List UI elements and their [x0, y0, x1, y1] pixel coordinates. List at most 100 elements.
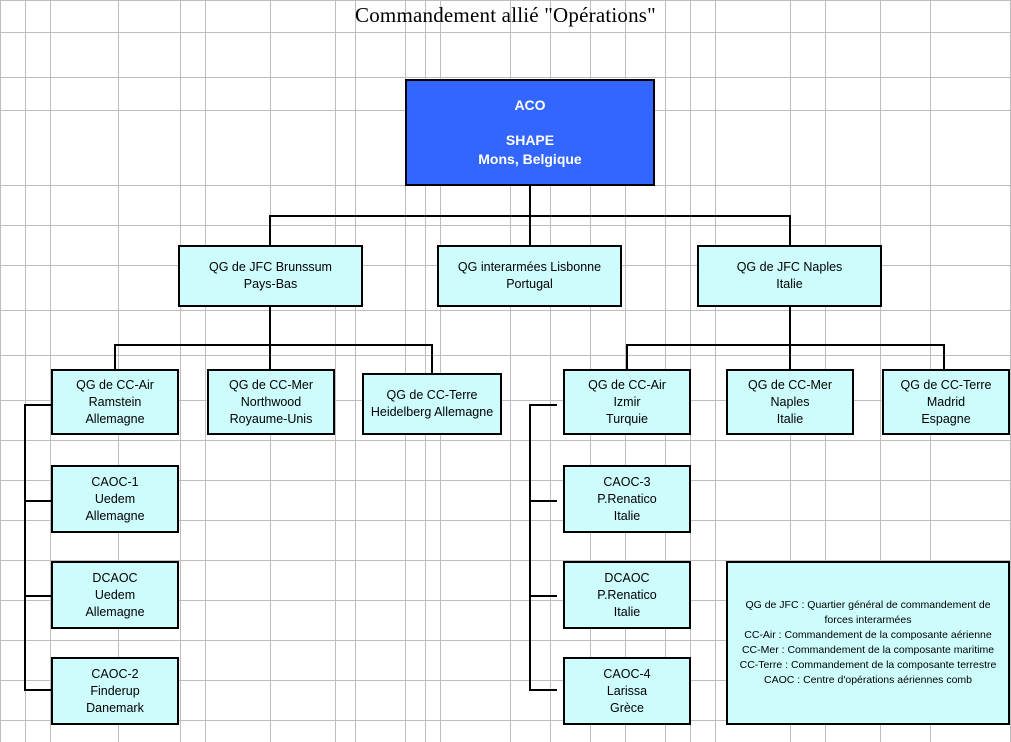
- connector-naples-bus: [626, 344, 945, 346]
- node-line1: QG interarmées Lisbonne: [457, 260, 602, 274]
- node-line2: Portugal: [506, 277, 553, 291]
- grid-line-horizontal: [0, 560, 1011, 561]
- page-title: Commandement allié "Opérations": [355, 3, 656, 27]
- node-line1: QG de CC-Air: [588, 377, 666, 392]
- grid-line-vertical: [180, 0, 181, 742]
- node-aco-line2: SHAPE: [505, 132, 555, 148]
- node-line1: QG de CC-Air: [76, 377, 154, 392]
- node-line2: Naples: [770, 394, 810, 409]
- connector-to-lisbonne: [529, 215, 531, 246]
- connector-to-ccterre-heidelberg: [431, 344, 433, 373]
- grid-line-vertical: [440, 0, 441, 742]
- node-qg-ccair-izmir[interactable]: QG de CC-Air Izmir Turquie: [563, 369, 691, 435]
- grid-line-horizontal: [0, 440, 1011, 441]
- connector-left-caoc-bus: [24, 404, 26, 689]
- legend-line1: QG de JFC : Quartier général de commande…: [745, 599, 991, 611]
- node-line1: CAOC-3: [603, 474, 651, 489]
- node-line1: CAOC-4: [603, 666, 651, 681]
- connector-to-ccterre-madrid: [943, 344, 945, 370]
- node-line1: QG de CC-Mer: [747, 377, 833, 392]
- node-caoc-4[interactable]: CAOC-4 Larissa Grèce: [563, 657, 691, 725]
- grid-line-horizontal: [0, 400, 1011, 401]
- node-line3: Royaume-Unis: [229, 411, 313, 426]
- node-aco-line1: ACO: [514, 97, 546, 113]
- node-line2: Uedem: [94, 587, 136, 602]
- node-caoc-3[interactable]: CAOC-3 P.Renatico Italie: [563, 465, 691, 533]
- node-line1: QG de CC-Terre: [900, 377, 992, 392]
- grid-line-vertical: [355, 0, 356, 742]
- node-qg-ccterre-heidelberg[interactable]: QG de CC-Terre Heidelberg Allemagne: [362, 373, 502, 435]
- grid-line-horizontal: [0, 77, 1011, 78]
- grid-line-vertical: [715, 0, 716, 742]
- node-dcaoc-uedem[interactable]: DCAOC Uedem Allemagne: [51, 561, 179, 629]
- grid-line-vertical: [510, 0, 511, 742]
- legend-box: QG de JFC : Quartier général de commande…: [726, 561, 1010, 725]
- grid-line-vertical: [880, 0, 881, 742]
- node-caoc-2[interactable]: CAOC-2 Finderup Danemark: [51, 657, 179, 725]
- node-line3: Danemark: [86, 700, 144, 715]
- node-line3: Italie: [613, 508, 641, 523]
- legend-line6: CAOC : Centre d'opérations aériennes com…: [763, 674, 973, 686]
- node-line1: QG de CC-Terre: [386, 388, 478, 402]
- connector-naples-down: [789, 306, 791, 345]
- grid-line-horizontal: [0, 310, 1011, 311]
- node-line1: DCAOC: [604, 570, 650, 585]
- node-aco-line3: Mons, Belgique: [478, 151, 582, 167]
- connector-to-naples: [789, 215, 791, 246]
- node-line2: P.Renatico: [597, 491, 657, 506]
- grid-line-vertical: [25, 0, 26, 742]
- connector-to-caoc-3: [529, 500, 557, 502]
- node-qg-jfc-naples[interactable]: QG de JFC Naples Italie: [697, 245, 882, 307]
- node-caoc-1[interactable]: CAOC-1 Uedem Allemagne: [51, 465, 179, 533]
- grid-line-horizontal: [0, 600, 1011, 601]
- connector-ccair-izmir-left-stub: [529, 404, 557, 406]
- node-line3: Turquie: [606, 411, 648, 426]
- node-qg-ccterre-madrid[interactable]: QG de CC-Terre Madrid Espagne: [882, 369, 1010, 435]
- legend-line2: forces interarmées: [824, 614, 912, 626]
- node-qg-ccmer-northwood[interactable]: QG de CC-Mer Northwood Royaume-Unis: [207, 369, 335, 435]
- node-aco[interactable]: ACO SHAPE Mons, Belgique: [405, 79, 655, 186]
- grid-line-horizontal: [0, 355, 1011, 356]
- node-line1: CAOC-2: [91, 666, 139, 681]
- node-line2: Pays-Bas: [243, 277, 298, 291]
- connector-to-dcaoc-renatico: [529, 595, 557, 597]
- node-line1: QG de JFC Naples: [736, 260, 843, 274]
- connector-root-down: [529, 186, 531, 216]
- grid-line-vertical: [0, 0, 1, 742]
- node-dcaoc-renatico[interactable]: DCAOC P.Renatico Italie: [563, 561, 691, 629]
- grid-line-vertical: [425, 0, 426, 742]
- node-line3: Allemagne: [85, 604, 145, 619]
- node-line2: Heidelberg Allemagne: [370, 405, 494, 419]
- grid-line-vertical: [405, 0, 406, 742]
- node-line2: Madrid: [926, 394, 966, 409]
- grid-line-horizontal: [0, 640, 1011, 641]
- connector-to-dcaoc-uedem: [24, 595, 52, 597]
- grid-line-vertical: [50, 0, 51, 742]
- connector-to-ccair-izmir: [626, 344, 628, 370]
- grid-line-horizontal: [0, 520, 1011, 521]
- grid-line-horizontal: [0, 32, 1011, 33]
- node-line2: Italie: [776, 277, 803, 291]
- node-line2: Uedem: [94, 491, 136, 506]
- grid-line-vertical: [335, 0, 336, 742]
- node-line1: DCAOC: [92, 570, 138, 585]
- node-qg-jfc-brunssum[interactable]: QG de JFC Brunssum Pays-Bas: [178, 245, 363, 307]
- node-line3: Grèce: [609, 700, 645, 715]
- node-line2: P.Renatico: [597, 587, 657, 602]
- node-qg-interarmees-lisbonne[interactable]: QG interarmées Lisbonne Portugal: [437, 245, 622, 307]
- grid-line-vertical: [550, 0, 551, 742]
- node-qg-ccair-ramstein[interactable]: QG de CC-Air Ramstein Allemagne: [51, 369, 179, 435]
- connector-brunssum-down: [269, 306, 271, 345]
- node-line3: Allemagne: [85, 411, 145, 426]
- connector-to-caoc-1: [24, 500, 52, 502]
- grid-line-horizontal: [0, 480, 1011, 481]
- connector-to-brunssum: [269, 215, 271, 246]
- connector-to-ccair-ramstein: [114, 344, 116, 370]
- node-line3: Allemagne: [85, 508, 145, 523]
- node-qg-ccmer-naples[interactable]: QG de CC-Mer Naples Italie: [726, 369, 854, 435]
- node-line3: Espagne: [921, 411, 971, 426]
- connector-to-ccmer-naples: [789, 344, 791, 370]
- grid-line-horizontal: [0, 225, 1011, 226]
- node-line3: Italie: [776, 411, 804, 426]
